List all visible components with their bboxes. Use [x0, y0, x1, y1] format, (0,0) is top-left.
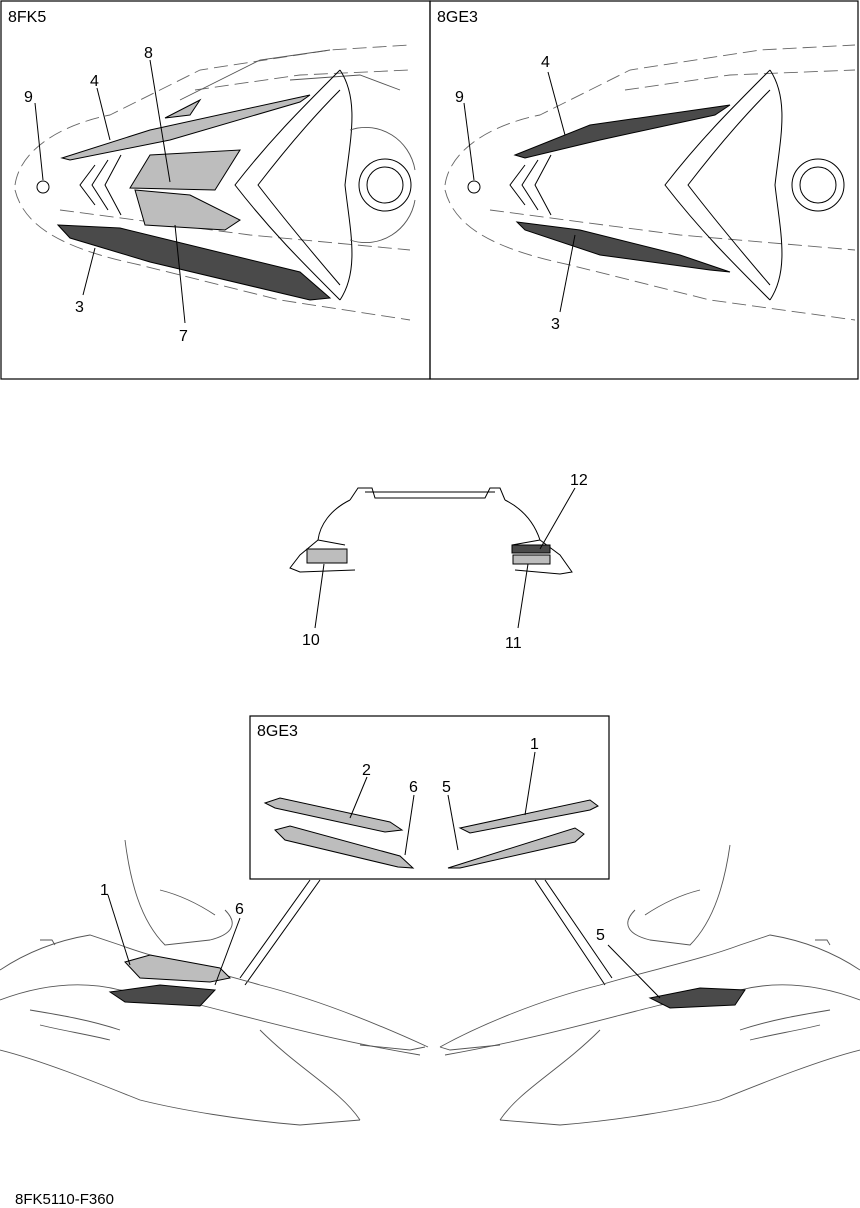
decal-5 [447, 827, 585, 869]
decal-3-8ge3 [515, 221, 731, 273]
decal-11 [512, 554, 551, 565]
decal-8 [129, 149, 241, 191]
panel-8fk5: 8FK5 9 4 8 3 [0, 0, 431, 380]
decal-10 [306, 548, 348, 564]
decal-1 [458, 799, 599, 834]
callout-12: 12 [570, 472, 588, 489]
callout-6-left: 6 [235, 901, 244, 918]
callout-10: 10 [302, 632, 320, 649]
decal-1-left [124, 954, 232, 983]
callout-6-inset: 6 [409, 779, 418, 796]
callout-1-inset: 1 [530, 736, 539, 753]
decal-4-8ge3 [513, 104, 731, 159]
watercraft-left: 1 6 [0, 839, 429, 1126]
decal-12 [511, 544, 551, 554]
panel-8ge3-top: 8GE3 9 4 3 [429, 0, 859, 380]
callout-11: 11 [505, 635, 522, 652]
decal-4 [60, 94, 311, 161]
callout-2: 2 [362, 762, 371, 779]
callout-9: 9 [24, 89, 33, 106]
panel-title-8fk5: 8FK5 [8, 9, 46, 26]
callout-3: 3 [75, 299, 84, 316]
decal-3 [56, 224, 332, 301]
panel-title-8ge3-top: 8GE3 [437, 9, 478, 26]
decal-6 [274, 825, 415, 869]
inset-8ge3: 8GE3 2 6 5 1 [239, 715, 613, 986]
callout-1-left: 1 [100, 882, 109, 899]
callout-7: 7 [179, 328, 188, 345]
decal-7 [134, 189, 241, 231]
inset-title-8ge3: 8GE3 [257, 723, 298, 740]
callout-9-8ge3: 9 [455, 89, 464, 106]
decal-6-left [108, 984, 217, 1007]
decal-2 [263, 797, 404, 833]
diagram-code: 8FK5110-F360 [15, 1191, 114, 1208]
callout-5-inset: 5 [442, 779, 451, 796]
callout-4: 4 [90, 73, 99, 90]
rear-view: 12 10 11 [289, 472, 588, 652]
callout-8: 8 [144, 45, 153, 62]
watercraft-right: 5 [439, 844, 860, 1126]
callout-3-8ge3: 3 [551, 316, 560, 333]
decal-8-upper [164, 98, 202, 119]
callout-4-8ge3: 4 [541, 54, 550, 71]
callout-5-right: 5 [596, 927, 605, 944]
decal-5-right [648, 987, 746, 1009]
